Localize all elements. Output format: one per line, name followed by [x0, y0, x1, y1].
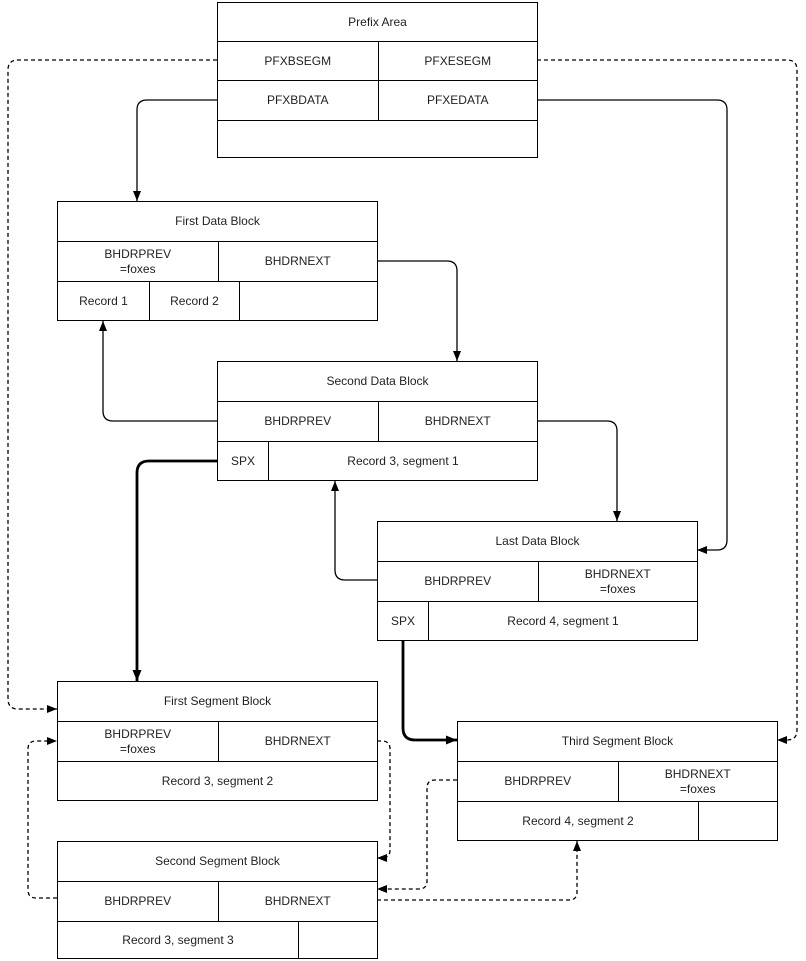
first-segment-bhdr-row: BHDRPREV =foxes BHDRNEXT [58, 721, 377, 761]
third-segment-block: Third Segment Block BHDRPREV BHDRNEXT =f… [457, 721, 778, 841]
bhdrprev-cell: BHDRPREV [104, 894, 172, 908]
prefix-data-row: PFXBDATA PFXEDATA [218, 80, 537, 120]
empty-cell [239, 282, 377, 320]
third-segment-title: Third Segment Block [561, 734, 674, 748]
second-segment-block: Second Segment Block BHDRPREV BHDRNEXT R… [57, 841, 378, 959]
record-cell: Record 4, segment 2 [522, 813, 634, 828]
connector-first-segment-bhdrnext-to-second-segment-block [377, 740, 391, 862]
connector-pfxbdata-to-first-data-block [133, 99, 217, 201]
first-data-bhdr-row: BHDRPREV =foxes BHDRNEXT [58, 241, 377, 281]
first-segment-block: First Segment Block BHDRPREV =foxes BHDR… [57, 681, 378, 801]
connector-second-data-bhdrprev-to-first-data-block [99, 321, 217, 422]
last-data-block: Last Data Block BHDRPREV BHDRNEXT =foxes… [377, 521, 698, 641]
connector-second-segment-bhdrprev-to-first-segment-block [27, 737, 57, 899]
bhdrnext-cell: BHDRNEXT [217, 722, 378, 761]
prefix-area-title-row: Prefix Area [218, 3, 537, 41]
second-data-bhdr-row: BHDRPREV BHDRNEXT [218, 401, 537, 441]
prefix-area-title: Prefix Area [348, 14, 407, 29]
last-data-record-row: SPX Record 4, segment 1 [378, 601, 697, 640]
bhdrnext-value: =foxes [599, 581, 636, 596]
pfxesegm-cell: PFXESEGM [377, 42, 538, 80]
connector-last-data-spx-to-third-segment-block [401, 641, 457, 745]
second-segment-record-row: Record 3, segment 3 [58, 921, 377, 958]
bhdrprev-label: BHDRPREV [104, 246, 172, 261]
last-data-bhdr-row: BHDRPREV BHDRNEXT =foxes [378, 561, 697, 601]
connector-pfxbsegm-to-first-segment-block [7, 59, 217, 713]
third-segment-title-row: Third Segment Block [458, 722, 777, 761]
record-cell: Record 3, segment 3 [122, 932, 234, 947]
bhdrnext-label: BHDRNEXT [664, 766, 731, 781]
connector-second-segment-bhdrnext-to-third-segment-block [377, 841, 581, 901]
bhdrnext-cell: BHDRNEXT [377, 402, 538, 441]
spx-cell: SPX [390, 613, 415, 628]
pfxbdata-cell: PFXBDATA [266, 93, 329, 107]
bhdrnext-cell: BHDRNEXT =foxes [617, 762, 778, 801]
record-cell: Record 4, segment 1 [428, 602, 697, 640]
prefix-segm-row: PFXBSEGM PFXESEGM [218, 41, 537, 80]
first-data-block: First Data Block BHDRPREV =foxes BHDRNEX… [57, 201, 378, 321]
connector-pfxedata-to-last-data-block [537, 99, 728, 554]
bhdrnext-value: =foxes [679, 781, 716, 796]
bhdrprev-cell: BHDRPREV [264, 414, 332, 428]
second-data-title-row: Second Data Block [218, 362, 537, 401]
first-data-title: First Data Block [175, 214, 260, 228]
bhdrnext-label: BHDRNEXT [584, 566, 651, 581]
last-data-title: Last Data Block [495, 534, 580, 548]
bhdrprev-value: =foxes [119, 261, 156, 276]
empty-cell [298, 922, 377, 958]
first-data-records-row: Record 1 Record 2 [58, 281, 377, 320]
first-data-title-row: First Data Block [58, 202, 377, 241]
second-data-title: Second Data Block [326, 374, 429, 388]
record1-cell: Record 1 [79, 293, 128, 308]
empty-cell [218, 121, 537, 157]
bhdrprev-cell: BHDRPREV [424, 574, 492, 588]
first-segment-record-row: Record 3, segment 2 [58, 761, 377, 800]
bhdrprev-cell: BHDRPREV [504, 774, 572, 788]
bhdrprev-label: BHDRPREV [104, 726, 172, 741]
second-segment-title-row: Second Segment Block [58, 842, 377, 881]
connector-second-data-spx-to-first-segment-block [132, 459, 217, 681]
second-data-block: Second Data Block BHDRPREV BHDRNEXT SPX … [217, 361, 538, 481]
bhdrprev-cell: BHDRPREV =foxes [58, 722, 218, 761]
prefix-empty-row [218, 120, 537, 157]
empty-cell [698, 802, 777, 840]
record-cell: Record 3, segment 2 [161, 773, 274, 788]
connector-third-segment-bhdrprev-to-second-segment-block [377, 779, 457, 893]
bhdrnext-cell: BHDRNEXT [217, 242, 378, 281]
bhdrnext-cell: BHDRNEXT [217, 882, 378, 921]
bhdrnext-cell: BHDRNEXT =foxes [537, 562, 698, 601]
spx-cell: SPX [230, 453, 255, 468]
second-segment-title: Second Segment Block [155, 854, 280, 868]
connector-first-data-bhdrnext-to-second-data-block [377, 260, 461, 361]
pfxedata-cell: PFXEDATA [377, 81, 538, 120]
record2-cell: Record 2 [149, 282, 239, 320]
third-segment-bhdr-row: BHDRPREV BHDRNEXT =foxes [458, 761, 777, 801]
last-data-title-row: Last Data Block [378, 522, 697, 561]
bhdrprev-cell: BHDRPREV =foxes [58, 242, 218, 281]
first-segment-title-row: First Segment Block [58, 682, 377, 721]
connector-last-data-bhdrprev-to-second-data-block [331, 481, 377, 581]
connector-second-data-bhdrnext-to-last-data-block [537, 420, 621, 521]
prefix-area-block: Prefix Area PFXBSEGM PFXESEGM PFXBDATA P… [217, 2, 538, 158]
first-segment-title: First Segment Block [163, 694, 272, 708]
third-segment-record-row: Record 4, segment 2 [458, 801, 777, 840]
second-data-record-row: SPX Record 3, segment 1 [218, 441, 537, 480]
pfxbsegm-cell: PFXBSEGM [264, 53, 332, 68]
record-cell: Record 3, segment 1 [268, 442, 537, 480]
second-segment-bhdr-row: BHDRPREV BHDRNEXT [58, 881, 377, 921]
bhdrprev-value: =foxes [119, 741, 156, 756]
